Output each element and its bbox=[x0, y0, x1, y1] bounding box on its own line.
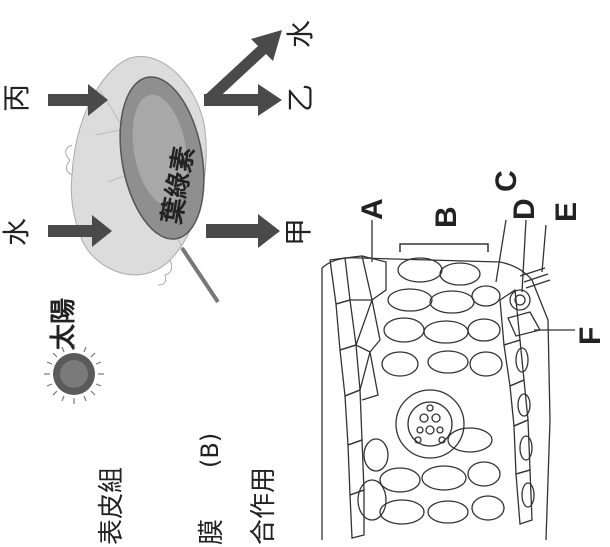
side-text-b: (B) bbox=[196, 433, 224, 468]
side-text-epidermis: 表皮組 bbox=[97, 467, 127, 545]
label-a: A bbox=[356, 198, 389, 220]
label-f: F bbox=[574, 327, 607, 345]
input-label-bing: 丙 bbox=[0, 84, 33, 112]
label-b: B bbox=[430, 206, 463, 228]
output-arrow-jia bbox=[206, 214, 280, 248]
label-c: C bbox=[490, 170, 523, 192]
sun-icon bbox=[44, 344, 104, 404]
sun-label: 太陽 bbox=[49, 298, 79, 350]
bracket-b bbox=[400, 244, 488, 252]
output-label-jia: 甲 bbox=[282, 218, 315, 246]
label-e: E bbox=[550, 202, 583, 222]
palisade-layer bbox=[358, 258, 504, 524]
input-label-water: 水 bbox=[0, 218, 33, 246]
guard-cells bbox=[508, 268, 550, 336]
side-text-photosynthesis: 合作用 bbox=[249, 467, 279, 545]
label-d: D bbox=[508, 198, 541, 220]
output-label-water: 水 bbox=[284, 20, 317, 48]
output-label-yi: 乙 bbox=[284, 84, 317, 112]
side-text-membrane: 膜 bbox=[197, 519, 227, 545]
leaf-cross-section bbox=[322, 256, 550, 540]
side-text-group: 表皮組 (B) 膜 合作用 bbox=[97, 433, 279, 545]
lower-epidermis bbox=[500, 290, 534, 524]
vascular-bundle bbox=[396, 390, 464, 458]
